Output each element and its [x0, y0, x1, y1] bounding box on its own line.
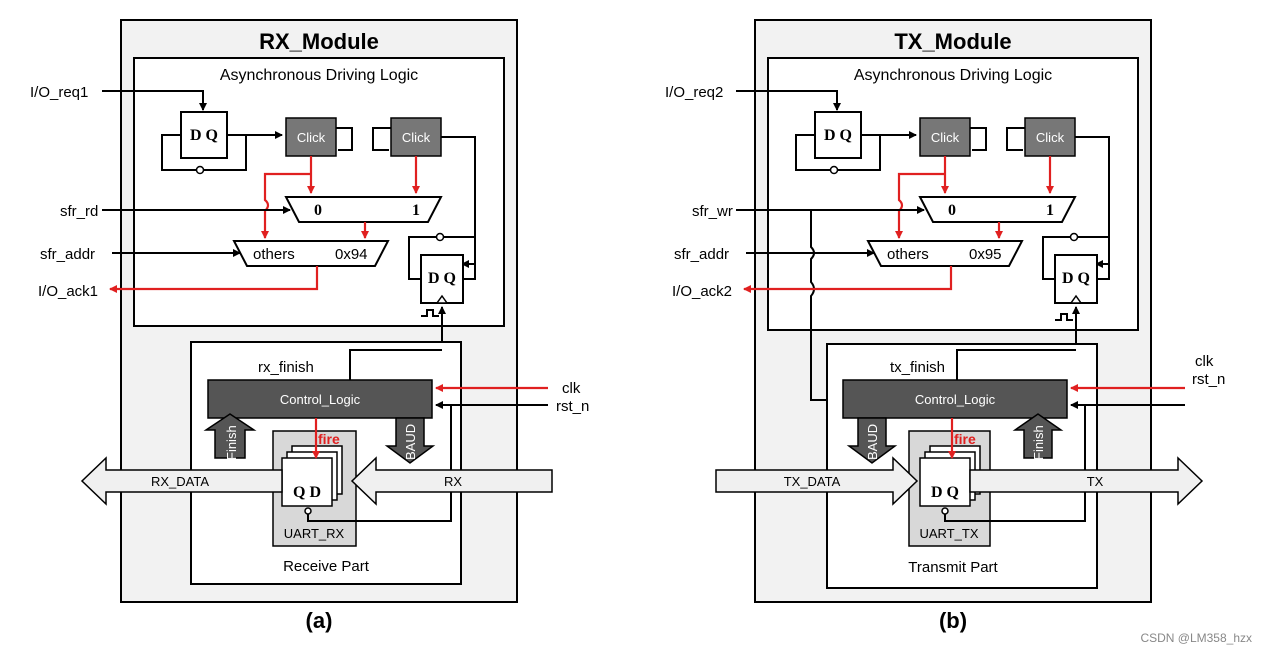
rx-clk-label: clk [562, 380, 581, 397]
tx-finish-arrow-label: Finish [1031, 425, 1046, 460]
tx-control-logic-label: Control_Logic [915, 392, 996, 407]
rx-panel-label: (a) [306, 608, 333, 633]
tx-module: TX_Module Asynchronous Driving Logic I/O… [665, 19, 1225, 633]
tx-inverter1-icon [829, 165, 839, 175]
rx-line-bus [350, 456, 553, 506]
rx-sfr-addr-label: sfr_addr [40, 246, 95, 263]
tx-async-title: Asynchronous Driving Logic [854, 67, 1052, 84]
rx-finish-label: rx_finish [258, 359, 314, 376]
rx-dff2-text: D Q [428, 270, 456, 287]
tx-ack-label: I/O_ack2 [672, 283, 732, 300]
tx-sfr-addr-label: sfr_addr [674, 246, 729, 263]
tx-uart-register [919, 457, 971, 507]
rx-clk-edge-icon [435, 294, 449, 304]
rx-finish-arrow-label: Finish [224, 425, 239, 460]
tx-mux-op-1: 1 [1046, 202, 1054, 219]
tx-finish-arrow [1012, 413, 1064, 459]
tx-part-label: Transmit Part [908, 559, 998, 576]
tx-click1 [919, 117, 971, 157]
rx-inverter1-icon [195, 165, 205, 175]
rx-uart-qd: Q D [293, 484, 321, 501]
tx-fire-label: fire [954, 431, 976, 447]
watermark: CSDN @LM358_hzx [1140, 631, 1252, 645]
rx-control-logic-label: Control_Logic [280, 392, 361, 407]
tx-req-wire [736, 90, 841, 111]
tx-dff2-text: D Q [1062, 270, 1090, 287]
rx-req-wire [102, 90, 207, 111]
rx-mux-addr [232, 240, 390, 267]
rx-baud-arrow-label: BAUD [403, 424, 418, 460]
tx-req-label: I/O_req2 [665, 84, 723, 101]
rx-fire-label: fire [318, 431, 340, 447]
rx-finish-arrow [203, 413, 257, 459]
tx-mux-others: others [887, 246, 929, 263]
rx-rst-label: rst_n [556, 398, 589, 415]
tx-mux-addr-val: 0x95 [969, 246, 1002, 263]
rx-uart-label: UART_RX [284, 526, 345, 541]
rx-uart-register [281, 457, 333, 507]
rx-baud-arrow [384, 417, 436, 464]
rx-line-bus-label: RX [444, 474, 462, 489]
tx-mux-addr [866, 240, 1024, 267]
rx-async-title: Asynchronous Driving Logic [220, 67, 418, 84]
tx-baud-arrow-label: BAUD [865, 424, 880, 460]
rx-ack-label: I/O_ack1 [38, 283, 98, 300]
tx-inverter2-icon [1069, 232, 1079, 242]
rx-dff1-text: D Q [190, 127, 218, 144]
tx-data-bus-label: TX_DATA [784, 474, 841, 489]
rx-mux-op-0: 0 [314, 202, 322, 219]
rx-module-title: RX_Module [259, 29, 379, 54]
rx-mux-op [284, 196, 443, 223]
tx-panel-label: (b) [939, 608, 967, 633]
tx-clk-edge-icon [1069, 294, 1083, 304]
tx-wr-to-control [810, 210, 839, 404]
rx-part-label: Receive Part [283, 558, 370, 575]
tx-click2 [1024, 117, 1076, 157]
tx-click1-label: Click [931, 130, 960, 145]
tx-rst-label: rst_n [1192, 371, 1225, 388]
tx-click2-label: Click [1036, 130, 1065, 145]
tx-module-title: TX_Module [894, 29, 1011, 54]
tx-line-bus [969, 456, 1204, 506]
tx-dff1-text: D Q [824, 127, 852, 144]
rx-module: RX_Module Asynchronous Driving Logic I/O… [30, 19, 589, 633]
tx-finish-label: tx_finish [890, 359, 945, 376]
tx-data-bus [715, 456, 919, 506]
rx-req-label: I/O_req1 [30, 84, 88, 101]
rx-click2-label: Click [402, 130, 431, 145]
tx-sfr-op-label: sfr_wr [692, 203, 733, 220]
rx-control-logic [207, 379, 433, 419]
rx-mux-addr-val: 0x94 [335, 246, 368, 263]
rx-click1-label: Click [297, 130, 326, 145]
tx-line-bus-label: TX [1087, 474, 1104, 489]
tx-clk-label: clk [1195, 353, 1214, 370]
tx-mux-op [918, 196, 1077, 223]
rx-pulse-icon [421, 309, 439, 317]
tx-uart-dq: D Q [931, 484, 959, 501]
rx-dff1-feedback [161, 134, 196, 171]
rx-data-bus [80, 456, 283, 506]
rx-sfr-op-label: sfr_rd [60, 203, 98, 220]
tx-uart-label: UART_TX [920, 526, 979, 541]
rx-data-bus-label: RX_DATA [151, 474, 209, 489]
rx-mux-others: others [253, 246, 295, 263]
rx-mux-op-1: 1 [412, 202, 420, 219]
tx-control-logic [842, 379, 1068, 419]
tx-mux-op-0: 0 [948, 202, 956, 219]
tx-pulse-icon [1055, 313, 1073, 321]
tx-baud-arrow [846, 417, 898, 464]
rx-inverter2-icon [435, 232, 445, 242]
